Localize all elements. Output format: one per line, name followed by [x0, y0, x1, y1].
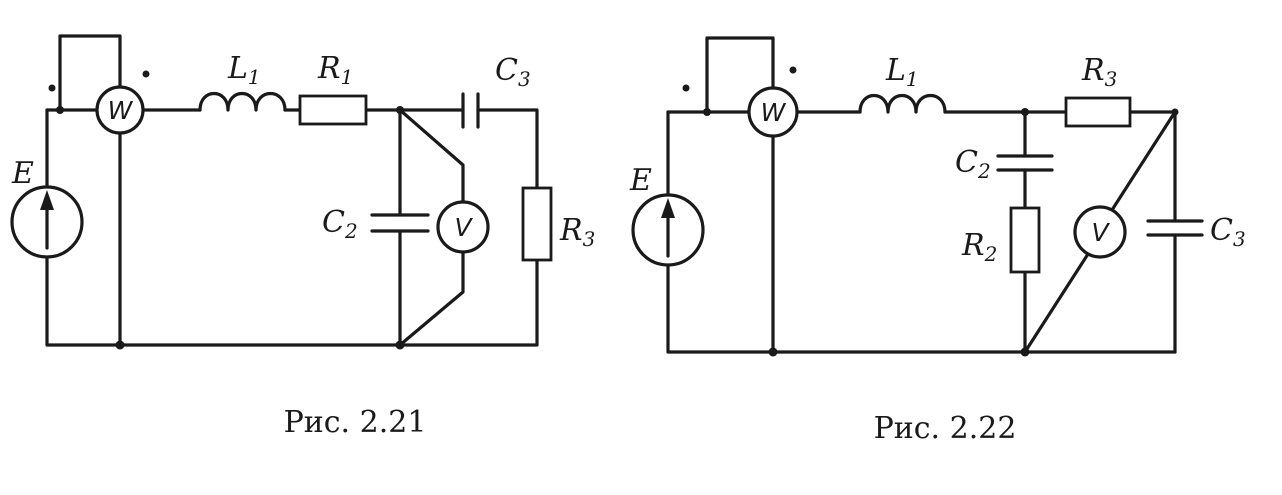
voltage-source-e — [10, 185, 84, 259]
label-l1: L1 — [885, 53, 919, 91]
wattmeter: W — [747, 86, 799, 138]
caption-2-22: Рис. 2.22 — [874, 411, 1017, 446]
label-c3: C3 — [495, 53, 531, 91]
circuit-2-22: W V E L1 R3 C2 R2 C3 Рис. 2.22 — [629, 36, 1246, 446]
voltmeter: V — [436, 200, 490, 254]
capacitor-c3 — [461, 92, 480, 129]
label-c3: C3 — [1210, 213, 1246, 251]
label-r3: R3 — [1081, 53, 1117, 91]
resistor-r2 — [1009, 206, 1041, 274]
capacitor-c3 — [1146, 219, 1204, 237]
wattmeter-label: W — [108, 96, 134, 125]
junction-nodes-2-22 — [682, 66, 1179, 357]
wattmeter: W — [95, 85, 145, 135]
voltmeter: V — [1073, 205, 1127, 259]
label-e: E — [11, 156, 34, 191]
voltmeter-label: V — [454, 213, 473, 242]
label-c2: C2 — [955, 145, 991, 183]
voltmeter-label: V — [1091, 218, 1110, 247]
caption-2-21: Рис. 2.21 — [284, 405, 427, 440]
label-e: E — [629, 163, 652, 198]
label-c2: C2 — [322, 205, 358, 243]
capacitor-c2 — [996, 154, 1054, 172]
inductor-l1 — [198, 92, 287, 112]
junction-nodes-2-21 — [48, 70, 405, 350]
label-r1: R1 — [317, 51, 353, 89]
capacitor-c2 — [370, 213, 430, 233]
resistor-r1 — [298, 94, 368, 126]
wires-2-21 — [45, 34, 539, 347]
resistor-r3 — [1064, 96, 1132, 128]
circuit-2-21: W V E L1 R1 C3 C2 R3 Рис. 2.21 — [10, 34, 595, 440]
label-r3: R3 — [559, 213, 595, 251]
wattmeter-label: W — [761, 98, 787, 127]
label-l1: L1 — [227, 51, 261, 89]
resistor-r3 — [521, 186, 553, 262]
inductor-l1 — [858, 94, 947, 114]
voltage-source-e — [631, 193, 705, 267]
label-r2: R2 — [961, 228, 997, 266]
